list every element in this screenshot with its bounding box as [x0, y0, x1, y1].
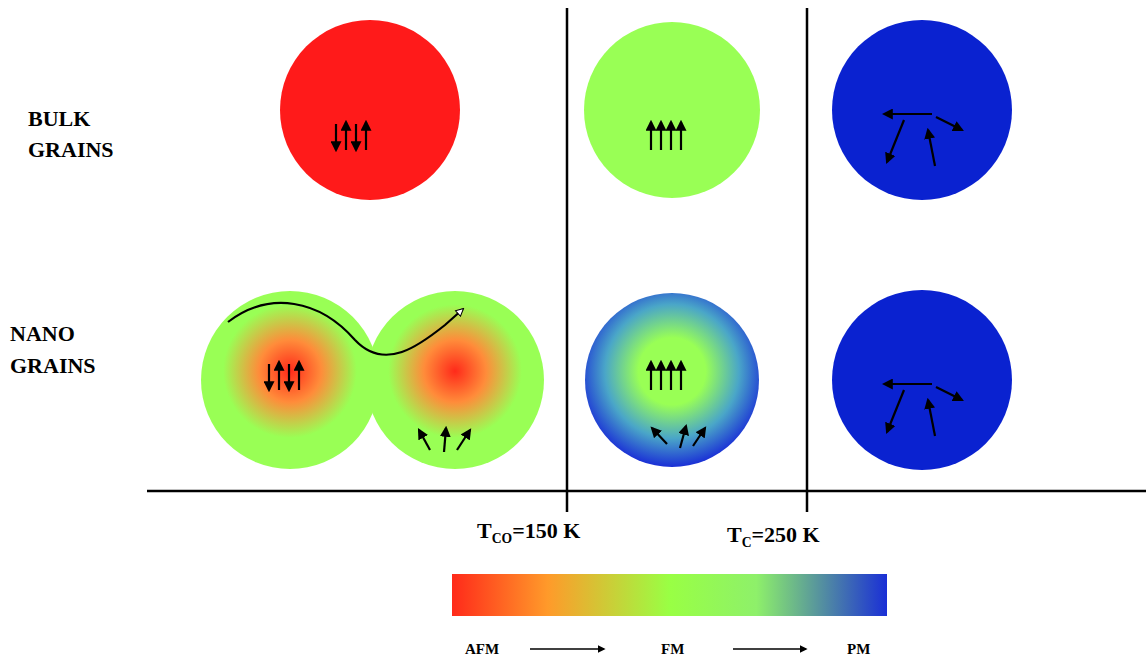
row-heading: BULK GRAINS	[28, 106, 114, 162]
scale-label-group: AFM	[465, 640, 499, 658]
row-heading-group: NANO GRAINS	[10, 318, 130, 382]
transition-temperature: T	[477, 518, 492, 543]
transition-temperature: CO	[492, 531, 512, 546]
scale-label: FM	[661, 641, 684, 657]
scale-label: PM	[847, 641, 870, 657]
row-heading: NANO GRAINS	[10, 321, 96, 378]
transition-temperature-group: TCO=150 K	[477, 518, 580, 547]
scale-label: AFM	[465, 641, 499, 657]
transition-temperature: T	[727, 522, 742, 547]
transition-temperature: =250 K	[752, 522, 820, 547]
row-heading-group: BULK GRAINS	[28, 104, 148, 166]
transition-temperature-group: TC=250 K	[727, 522, 820, 551]
transition-temperature: C	[742, 535, 752, 550]
transition-temperature: =150 K	[512, 518, 580, 543]
scale-label-group: FM	[661, 640, 684, 658]
scale-label-group: PM	[847, 640, 870, 658]
